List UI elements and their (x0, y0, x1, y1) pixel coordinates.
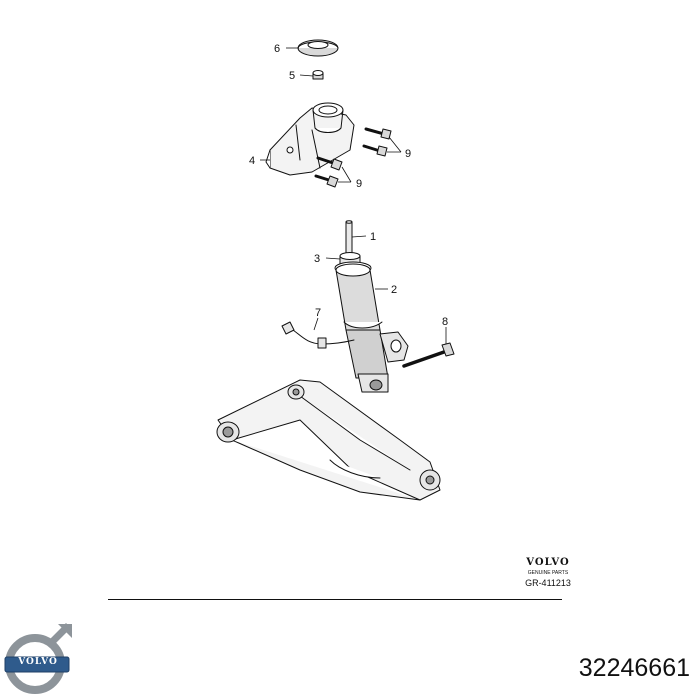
callout-4: 4 (249, 155, 255, 167)
sensor-wire (281, 321, 355, 349)
top-mount-cap (297, 39, 339, 57)
callout-1: 1 (370, 231, 376, 243)
leader-lines (260, 47, 447, 344)
mount-bolts-upper (362, 127, 392, 157)
callout-9-upper: 9 (405, 148, 411, 160)
part-number: 32246661 (578, 654, 690, 682)
callout-9-lower: 9 (356, 178, 362, 190)
callout-7: 7 (315, 307, 321, 319)
callouts: 6 5 4 9 9 1 3 2 7 8 (249, 43, 448, 328)
callout-3: 3 (314, 253, 320, 265)
exploded-suspension-diagram: 6 5 4 9 9 1 3 2 7 8 (216, 39, 455, 501)
lower-bolt (402, 342, 455, 368)
diagram-reference-code: GR-411213 (525, 578, 571, 588)
brand-wordmark: VOLVO (526, 557, 570, 568)
nut (312, 70, 324, 80)
volvo-logo-icon (4, 623, 72, 694)
callout-2: 2 (391, 284, 397, 296)
logo-wordmark: VOLVO (18, 657, 58, 667)
callout-8: 8 (442, 316, 448, 328)
shock-absorber-body (335, 263, 409, 393)
upper-mount-bracket (265, 102, 355, 176)
callout-5: 5 (289, 70, 295, 82)
callout-6: 6 (274, 43, 280, 55)
brand-tagline: GENUINE PARTS (527, 570, 569, 576)
lower-control-arm (216, 379, 441, 501)
mount-bolts-lower (314, 156, 343, 188)
footer-divider (108, 599, 562, 600)
